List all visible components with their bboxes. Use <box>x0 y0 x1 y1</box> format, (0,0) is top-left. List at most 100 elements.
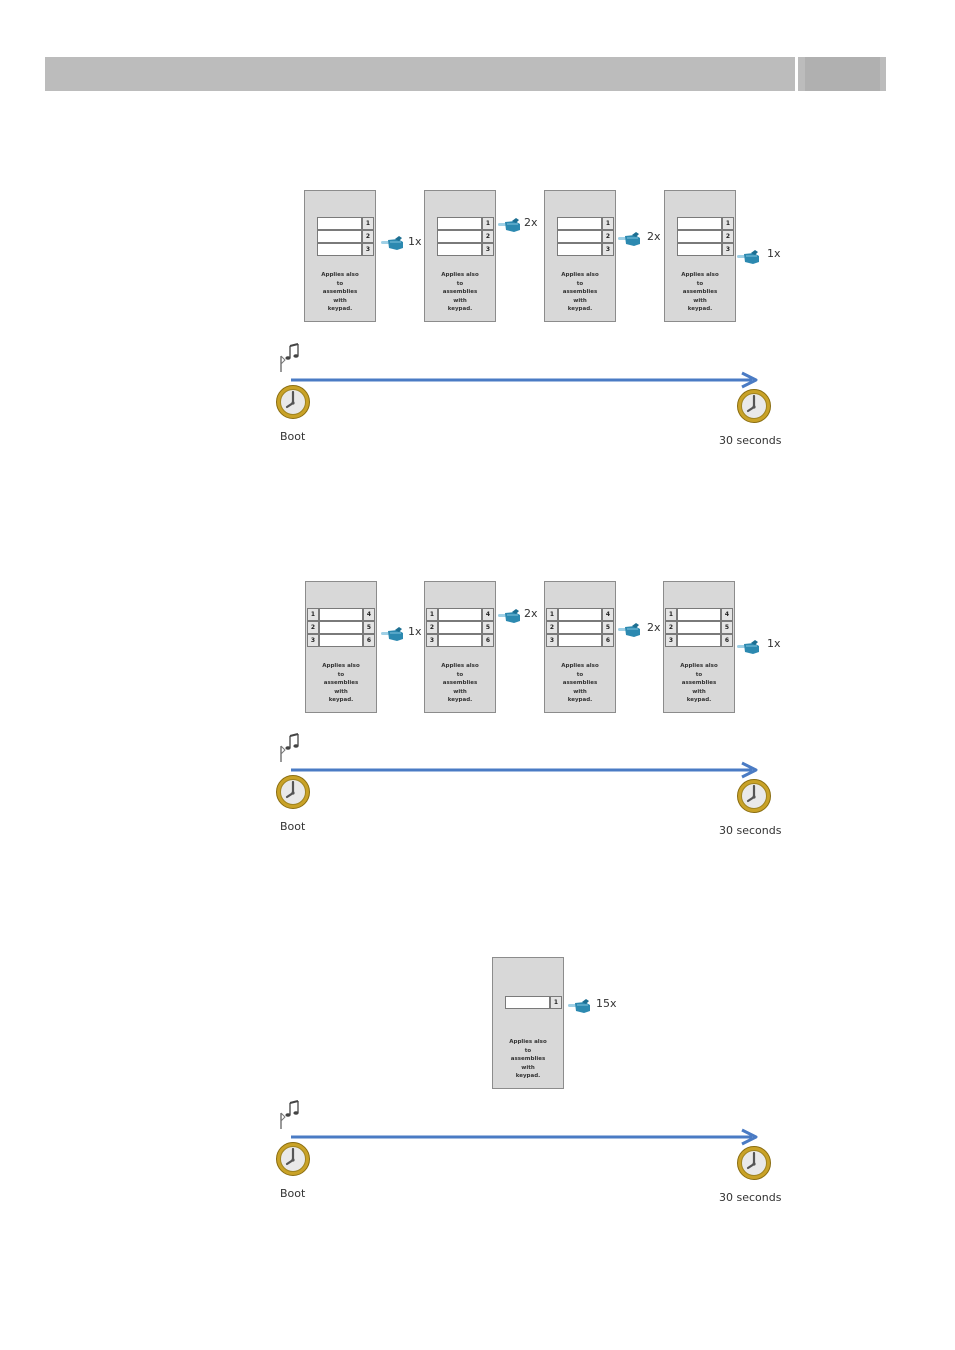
music-note-icon <box>280 343 299 372</box>
panel-note: Applies also to assemblies with keypad. <box>441 272 479 312</box>
header-bar <box>45 57 795 91</box>
panel-note: Applies also to assemblies with keypad. <box>322 663 360 703</box>
button-field <box>677 243 722 256</box>
timeline-end-label: 30 seconds <box>719 824 782 837</box>
button-number-left: 2 <box>426 621 438 634</box>
button-field <box>319 608 363 621</box>
press-count: 2x <box>647 621 661 634</box>
button-number-left: 3 <box>665 634 677 647</box>
button-field <box>677 634 721 647</box>
button-field <box>505 996 550 1009</box>
button-number-right: 5 <box>602 621 614 634</box>
hand-pointer-icon <box>737 640 759 654</box>
hand-pointer-icon <box>618 623 640 637</box>
button-field <box>437 230 482 243</box>
button-field <box>677 230 722 243</box>
timeline-end-label: 30 seconds <box>719 1191 782 1204</box>
button-field <box>319 634 363 647</box>
button-field <box>557 217 602 230</box>
button-field <box>557 230 602 243</box>
press-count: 1x <box>408 235 422 248</box>
header-page-tab-inner <box>805 57 880 91</box>
button-field <box>558 608 602 621</box>
button-number-left: 1 <box>426 608 438 621</box>
clock-icon <box>276 1142 310 1176</box>
button-number-left: 2 <box>546 621 558 634</box>
button-field <box>317 217 362 230</box>
panel-note: Applies also to assemblies with keypad. <box>561 663 599 703</box>
panel-note: Applies also to assemblies with keypad. <box>680 663 718 703</box>
clock-icon <box>737 389 771 423</box>
music-note-icon <box>280 733 299 762</box>
button-number: 2 <box>482 230 494 243</box>
button-number-right: 4 <box>363 608 375 621</box>
timeline-start-label: Boot <box>280 820 306 833</box>
button-number: 3 <box>482 243 494 256</box>
button-number: 3 <box>362 243 374 256</box>
button-number-right: 6 <box>602 634 614 647</box>
timeline-arrow <box>291 1128 758 1146</box>
press-count: 1x <box>767 637 781 650</box>
panel-note: Applies also to assemblies with keypad. <box>441 663 479 703</box>
button-number-left: 1 <box>665 608 677 621</box>
button-number-right: 5 <box>721 621 733 634</box>
hand-pointer-icon <box>568 999 590 1013</box>
panel-note: Applies also to assemblies with keypad. <box>321 272 359 312</box>
button-number-right: 4 <box>721 608 733 621</box>
clock-icon <box>276 385 310 419</box>
clock-icon <box>276 775 310 809</box>
button-number: 1 <box>482 217 494 230</box>
hand-pointer-icon <box>381 627 403 641</box>
button-field <box>317 243 362 256</box>
button-number: 1 <box>362 217 374 230</box>
panel-note: Applies also to assemblies with keypad. <box>509 1039 547 1079</box>
button-field <box>557 243 602 256</box>
button-field <box>438 634 482 647</box>
press-count: 1x <box>767 247 781 260</box>
timeline-start-label: Boot <box>280 430 306 443</box>
button-field <box>677 217 722 230</box>
button-number-left: 1 <box>307 608 319 621</box>
hand-pointer-icon <box>498 218 520 232</box>
timeline-end-label: 30 seconds <box>719 434 782 447</box>
button-number-left: 1 <box>546 608 558 621</box>
button-number-right: 4 <box>602 608 614 621</box>
timeline-arrow <box>291 371 758 389</box>
press-count: 15x <box>596 997 617 1010</box>
button-field <box>677 608 721 621</box>
button-number-right: 4 <box>482 608 494 621</box>
button-number-right: 5 <box>482 621 494 634</box>
button-number: 1 <box>722 217 734 230</box>
button-field <box>558 621 602 634</box>
press-count: 2x <box>647 230 661 243</box>
button-field <box>438 621 482 634</box>
timeline-start-label: Boot <box>280 1187 306 1200</box>
press-count: 2x <box>524 607 538 620</box>
button-number-left: 3 <box>426 634 438 647</box>
music-note-icon <box>280 1100 299 1129</box>
button-number: 3 <box>602 243 614 256</box>
button-number-right: 6 <box>363 634 375 647</box>
button-number-left: 3 <box>546 634 558 647</box>
button-number-right: 5 <box>363 621 375 634</box>
hand-pointer-icon <box>737 250 759 264</box>
button-number-left: 3 <box>307 634 319 647</box>
button-number: 1 <box>550 996 562 1009</box>
clock-icon <box>737 1146 771 1180</box>
button-number: 1 <box>602 217 614 230</box>
hand-pointer-icon <box>381 236 403 250</box>
timeline-arrow <box>291 761 758 779</box>
button-field <box>558 634 602 647</box>
button-field <box>437 217 482 230</box>
button-field <box>437 243 482 256</box>
button-field <box>438 608 482 621</box>
panel-note: Applies also to assemblies with keypad. <box>681 272 719 312</box>
